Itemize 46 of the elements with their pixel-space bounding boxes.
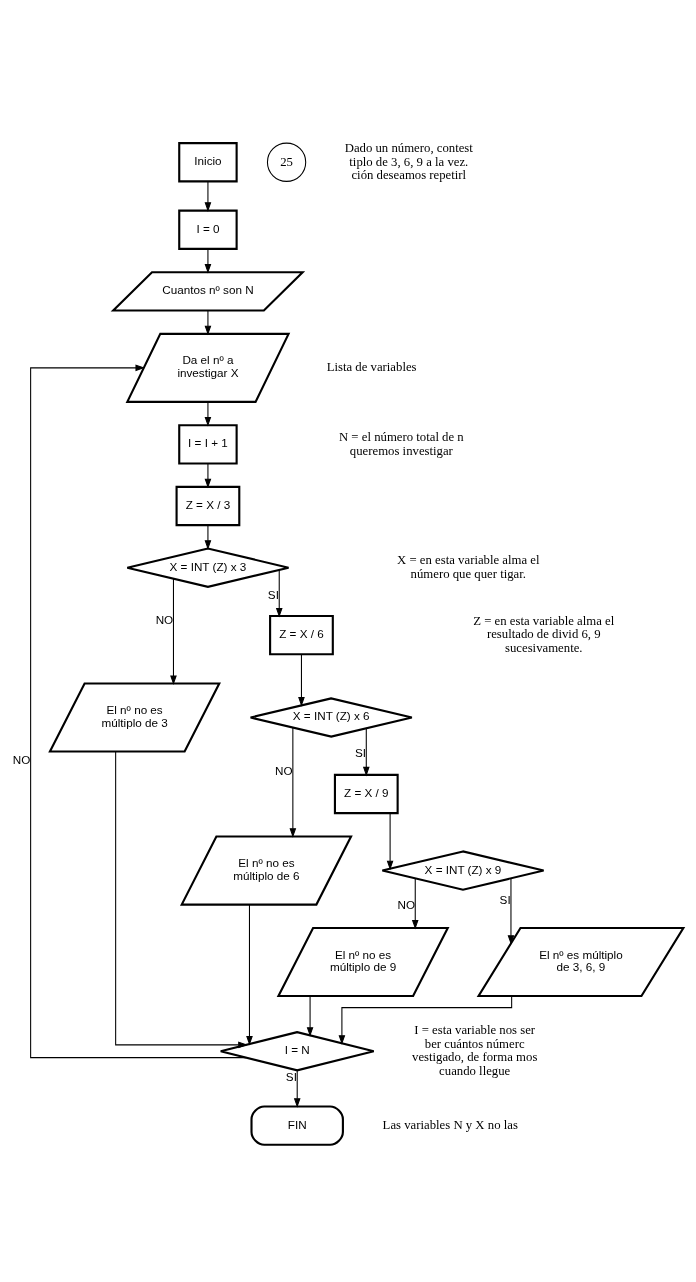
node-box: I = 0: [178, 209, 238, 250]
node-box: Inicio: [178, 142, 238, 183]
node-box: FIN: [250, 1105, 344, 1146]
label: Lista de variables: [326, 360, 417, 375]
edge-label: SI: [285, 1070, 297, 1084]
label: Las variables N y X no las: [382, 1117, 518, 1132]
arrow: [204, 401, 212, 427]
edge-label: SI: [267, 587, 279, 601]
label: I = esta variable nos ser ber cuántos númerc vestigado, de forma mos cuando llegue: [412, 1022, 538, 1079]
arrow: [115, 751, 248, 1049]
arrow: [170, 578, 177, 686]
arrow: [246, 904, 253, 1046]
arrow: [411, 878, 419, 930]
arrow: [204, 248, 212, 274]
label: Z = en esta variable alma el resultado de divid 6, 9 sucesivamente.: [473, 613, 615, 656]
edge-label: NO: [397, 897, 415, 911]
node-box: Z = X / 3: [175, 485, 241, 527]
arrow: [338, 995, 513, 1045]
arrow: [30, 364, 247, 1059]
label: Dado un número, contest tiplo de 3, 6, 9 a la vez. ción deseamos repetirl: [344, 140, 473, 183]
arrow: [275, 569, 283, 618]
arrow: [293, 1069, 301, 1108]
edge-label: NO: [275, 763, 293, 777]
label: 25: [280, 154, 293, 169]
arrow: [204, 524, 212, 550]
arrow: [204, 180, 212, 212]
edge-label: NO: [12, 753, 31, 767]
arrow: [289, 727, 297, 838]
node-box: Z = X / 9: [333, 773, 399, 815]
arrow: [298, 654, 305, 707]
label: N = el número total de n queremos investigar: [338, 429, 464, 458]
arrow: [204, 310, 212, 336]
arrow: [362, 727, 370, 777]
node-box: Z = X / 6: [269, 614, 334, 656]
node-box: I = I + 1: [178, 424, 238, 465]
edge-label: SI: [354, 746, 366, 760]
arrow: [386, 812, 394, 871]
arrow: [204, 463, 212, 489]
arrow: [507, 877, 515, 945]
node-diamond: I = N: [219, 1031, 375, 1072]
node-diamond: X = INT (Z) x 3: [126, 547, 290, 588]
label: X = en esta variable alma el número que quer tigar.: [397, 553, 540, 581]
edge-label: NO: [155, 613, 174, 627]
node-diamond: X = INT (Z) x 9: [381, 850, 545, 891]
edge-label: SI: [499, 892, 511, 906]
arrow: [306, 995, 314, 1037]
